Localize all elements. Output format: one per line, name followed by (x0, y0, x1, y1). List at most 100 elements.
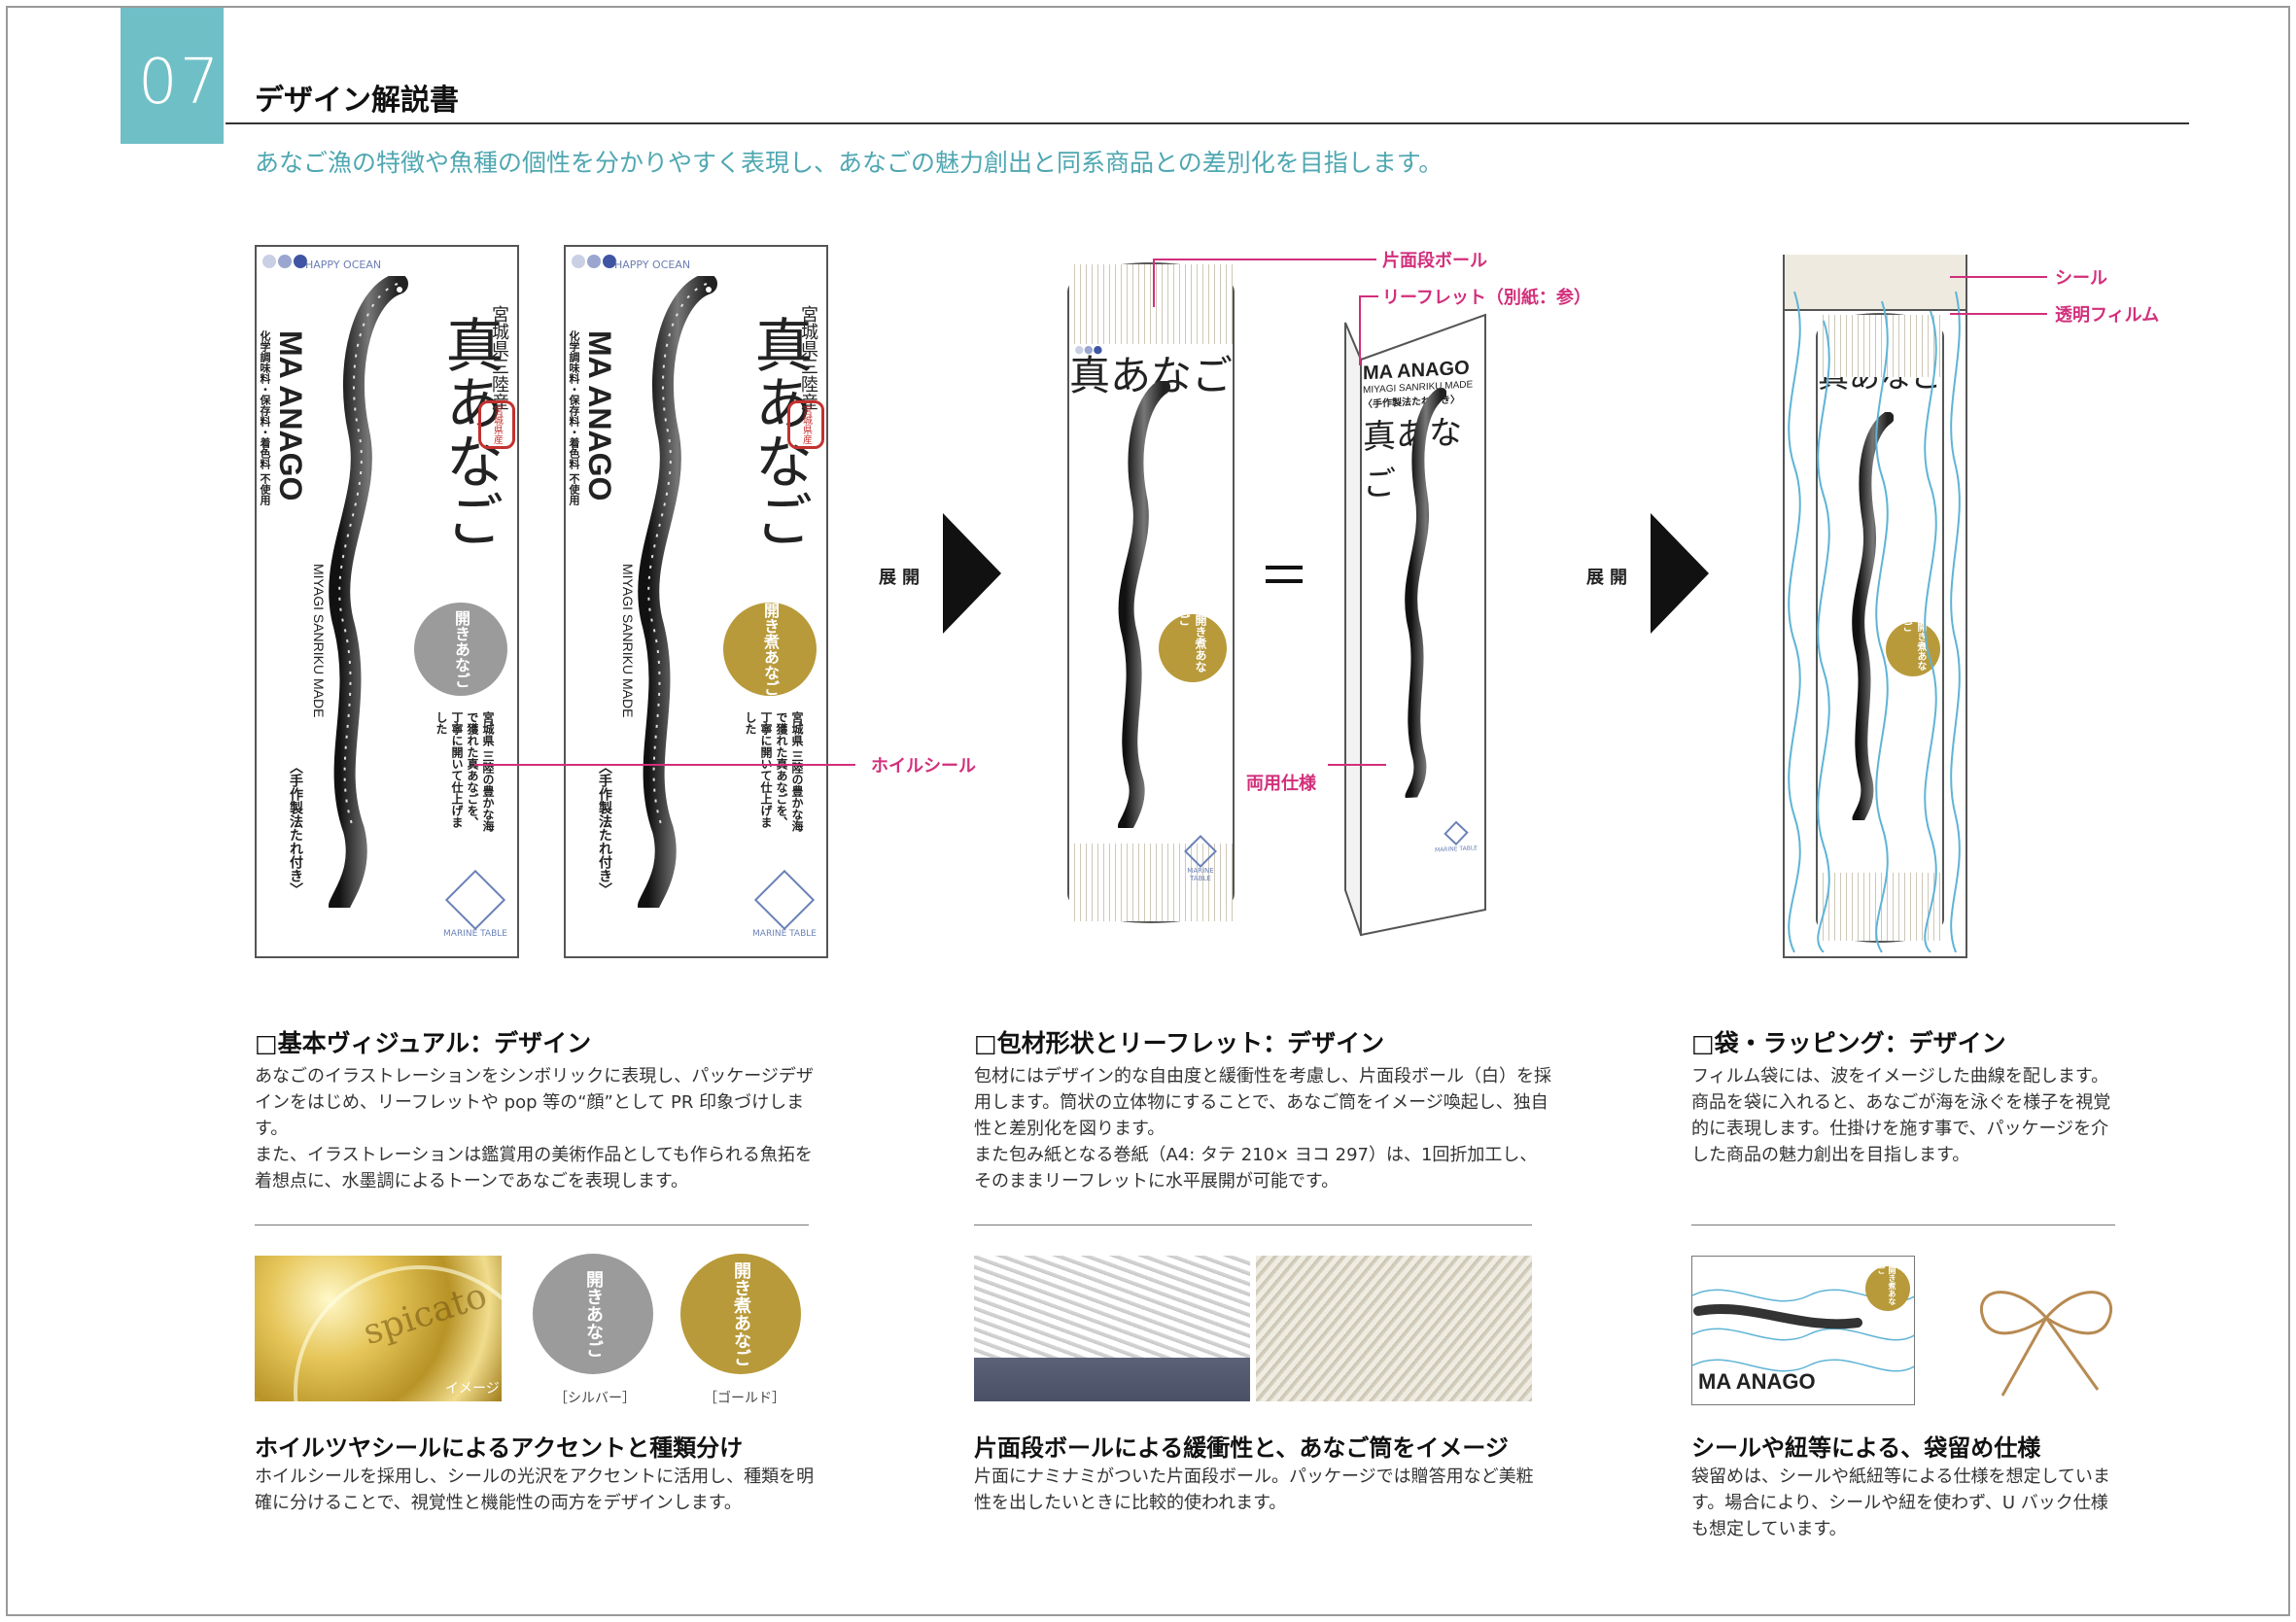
brand-label: HAPPY OCEAN (614, 259, 691, 271)
corrugated-ribs (974, 1256, 1250, 1358)
origin-label: 宮城県三陸産 (798, 305, 818, 410)
leaflet-content: MA ANAGO MIYAGI SANRIKU MADE 〈手作製法たれ付き〉 … (1363, 357, 1487, 908)
corrugated-photo-2 (1256, 1256, 1532, 1401)
corrugated-line-h (1153, 259, 1376, 260)
sticker-sample: 開き煮あなご MA ANAGO (1691, 1256, 1915, 1405)
marine-table-logo: MARINE TABLE (1176, 835, 1225, 882)
sticker-callout: シール (2055, 268, 2107, 289)
eel-illustration-icon (329, 276, 408, 908)
title-divider (226, 122, 2189, 124)
package-name-jp: 真あなご (745, 315, 813, 548)
gold-seal: 開き煮あなご (1159, 614, 1227, 682)
eel-illustration-icon (1118, 381, 1170, 828)
corrugated-bottom (1069, 844, 1233, 921)
marine-table-logo: MARINE TABLE (1435, 820, 1478, 854)
package-silver: HAPPY OCEAN MA ANAGO MIYAGI SANRIKU MADE… (255, 245, 519, 958)
sauce-label: 〈手作製法たれ付き〉 (597, 760, 612, 896)
eel-illustration-icon (638, 276, 717, 908)
equals-icon (1266, 566, 1303, 583)
foil-seal-callout: ホイルシール (871, 756, 976, 776)
leaflet-fold (1344, 313, 1486, 937)
sticker-line (1950, 276, 2047, 278)
marine-table-label: MARINE TABLE (1435, 845, 1478, 854)
happy-ocean-logo-icon (262, 255, 307, 268)
sticker-gold-seal: 開き煮あなご (1865, 1266, 1910, 1311)
package-name-en: MA ANAGO (582, 330, 617, 501)
subsection-3-body: 袋留めは、シールや紙紐等による仕様を想定しています。場合により、シールや紐を使わ… (1691, 1467, 2110, 1539)
corrugated-top (1818, 315, 1942, 377)
sticker-name-en: MA ANAGO (1698, 1369, 1816, 1394)
corrugated-photo-1 (974, 1256, 1250, 1401)
no-additives-label: 化学調味料・保存料・着色料 不使用 (568, 330, 580, 505)
gold-seal: 開き煮あなご (723, 603, 817, 696)
marine-table-icon (753, 869, 816, 931)
leaflet-line-h (1359, 295, 1378, 297)
section-number-box: 07 (121, 8, 224, 144)
package-made-label: MIYAGI SANRIKU MADE (311, 564, 327, 718)
section-3-body: フィルム袋には、波をイメージした曲線を配します。商品を袋に入れると、あなごが海を… (1691, 1066, 2111, 1165)
subsection-3-heading: シールや紐等による、袋留め仕様 (1691, 1434, 2041, 1462)
page-subtitle: あなご漁の特徴や魚種の個性を分かりやすく表現し、あなごの魅力創出と同系商品との差… (255, 149, 1444, 177)
subsection-1-body: ホイルシールを採用し、シールの光沢をアクセントに活用し、種類を明確に分けることで… (255, 1467, 815, 1513)
dual-use-callout: 両用仕様 (1246, 774, 1316, 794)
sauce-label: 〈手作製法たれ付き〉 (288, 760, 303, 896)
eel-illustration-icon (1852, 412, 1894, 820)
silver-seal: 開きあなご (414, 603, 507, 696)
silver-label: ［シルバー］ (554, 1391, 636, 1406)
section-number: 07 (138, 47, 222, 119)
wave-lines (1788, 292, 1961, 952)
eel-illustration-icon (1405, 387, 1446, 799)
gold-seal: 開き煮あなご (1886, 622, 1940, 676)
marine-table-label: MARINE TABLE (1187, 867, 1214, 882)
section-1-body: あなごのイラストレーションをシンボリックに表現し、パッケージデザインをはじめ、リ… (255, 1066, 814, 1191)
leaflet-line-v (1359, 295, 1361, 365)
film-callout: 透明フィルム (2055, 305, 2160, 326)
marine-table-icon (444, 869, 506, 931)
dual-use-line (1328, 764, 1386, 766)
string-bow-icon (1980, 1291, 2112, 1397)
section-2-heading: □包材形状とリーフレット：デザイン (974, 1029, 1385, 1057)
section-2-body: 包材にはデザイン的な自由度と緩衝性を考慮し、片面段ボール（白）を採用します。筒状… (974, 1066, 1551, 1191)
package-description: 宮城県 三陸の豊かな海で獲れた真あなごを、丁寧に開いて仕上げました (744, 711, 804, 833)
subsection-2-heading: 片面段ボールによる緩衝性と、あなご筒をイメージ (974, 1434, 1509, 1462)
expand-arrow-1-icon (943, 513, 1001, 634)
bag-sticker (1785, 255, 1966, 311)
happy-ocean-logo-icon (1075, 346, 1102, 355)
corrugated-callout: 片面段ボール (1382, 251, 1487, 271)
gold-foil-photo: spicato イメージ (255, 1256, 502, 1401)
silver-seal-sample: 開きあなご (533, 1254, 653, 1374)
page-frame (6, 6, 2290, 1616)
subsection-2-body: 片面にナミナミがついた片面段ボール。パッケージでは贈答用など美粧性を出したいとき… (974, 1467, 1534, 1513)
gold-seal-sample: 開き煮あなご (680, 1254, 801, 1374)
marine-table-logo: MARINE TABLE (441, 869, 509, 939)
bagged-cylinder: MA ANAGO 〈手作製法たれ付き〉 真あなご 開き煮あなご (1816, 313, 1944, 943)
expand-label-2: 展開 (1586, 568, 1633, 588)
marine-table-logo: MARINE TABLE (750, 869, 818, 939)
section-3-heading: □袋・ラッピング：デザイン (1691, 1029, 2006, 1057)
subsection-1-heading: ホイルツヤシールによるアクセントと種類分け (255, 1434, 744, 1462)
package-name-en: MA ANAGO (273, 330, 308, 501)
marine-table-label: MARINE TABLE (443, 929, 507, 939)
package-description: 宮城県 三陸の豊かな海で獲れた真あなごを、丁寧に開いて仕上げました (435, 711, 495, 833)
corrugated-top (1069, 264, 1233, 344)
leaflet-callout: リーフレット（別紙：参） (1382, 288, 1591, 308)
marine-table-icon (1184, 835, 1217, 868)
image-label: イメージ (445, 1381, 500, 1397)
no-additives-label: 化学調味料・保存料・着色料 不使用 (259, 330, 271, 505)
expand-arrow-2-icon (1651, 513, 1709, 634)
film-line (1950, 313, 2047, 315)
gold-label: ［ゴールド］ (704, 1391, 785, 1406)
package-name-jp: 真あなご (435, 315, 504, 548)
happy-ocean-logo-icon (572, 255, 616, 268)
section-1-heading: □基本ヴィジュアル：デザイン (255, 1029, 592, 1057)
marine-table-icon (1444, 820, 1469, 846)
foil-seal-line (474, 764, 855, 766)
origin-stamp-icon: 宮城県産 (478, 400, 515, 449)
page-title: デザイン解説書 (255, 84, 459, 118)
origin-label: 宮城県三陸産 (489, 305, 509, 410)
origin-stamp-icon: 宮城県産 (787, 400, 824, 449)
brand-label: HAPPY OCEAN (305, 259, 382, 271)
package-cylinder: MA ANAGO MIYAGI SANRIKU MADE 〈手作製法たれ付き〉 … (1067, 262, 1235, 923)
package-gold: HAPPY OCEAN MA ANAGO MIYAGI SANRIKU MADE… (564, 245, 828, 958)
package-made-label: MIYAGI SANRIKU MADE (620, 564, 636, 718)
